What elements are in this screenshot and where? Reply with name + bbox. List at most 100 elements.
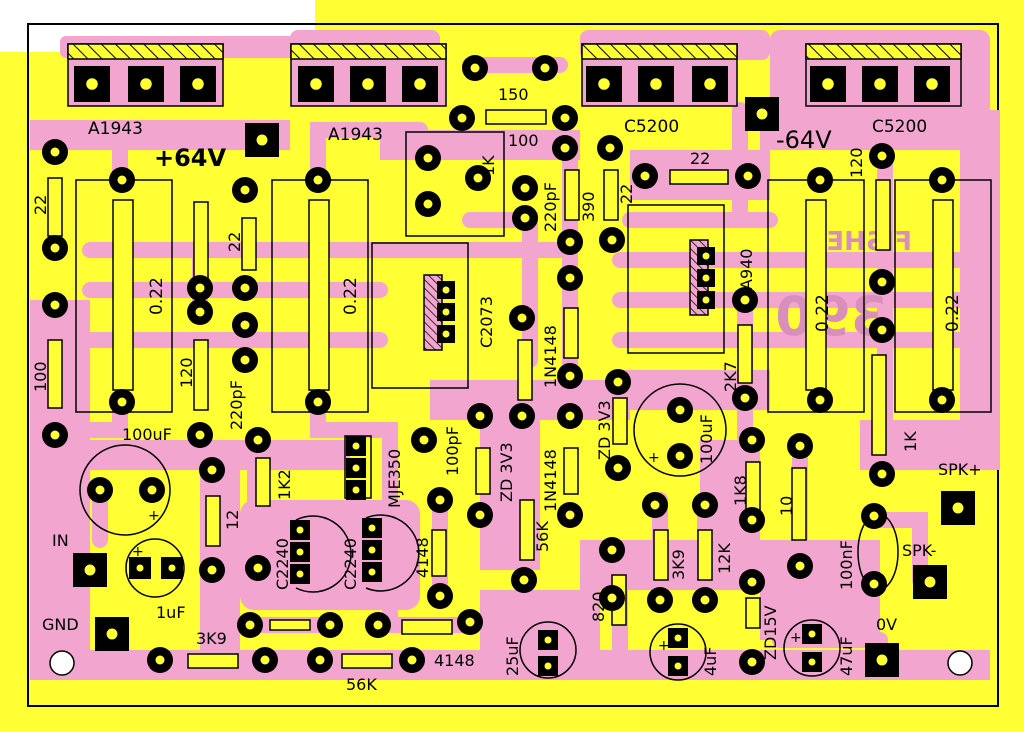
square-pad (346, 436, 366, 456)
square-pad (346, 458, 366, 478)
solder-pad (557, 363, 583, 389)
label-r-022-c: 0.22 (813, 294, 833, 332)
square-pad (914, 66, 950, 102)
solder-pad (509, 305, 535, 331)
label-q3: C5200 (624, 117, 679, 137)
solder-pad (415, 191, 441, 217)
label-c-25uf: 25uF (503, 636, 522, 676)
label-connector-spk-plus: SPK+ (938, 460, 982, 479)
label-r-022-a: 0.22 (147, 277, 167, 315)
label-vas: MJE350 (385, 449, 404, 508)
driver-heatsink-a940 (627, 204, 725, 354)
solder-pad (42, 422, 68, 448)
square-pad (362, 540, 382, 560)
label-r-120-left: 120 (177, 357, 196, 388)
square-pad (586, 66, 622, 102)
solder-pad (557, 403, 583, 429)
square-pad (538, 630, 558, 650)
label-c-47uf: 47uF (837, 636, 856, 676)
trimmer-outline (405, 131, 505, 237)
solder-pad (109, 167, 135, 193)
square-pad (437, 325, 455, 343)
solder-pad (245, 555, 271, 581)
label-r-2k7: 2K7 (721, 361, 740, 392)
label-d-zd15v: ZD15V (761, 605, 780, 660)
solder-pad (509, 403, 535, 429)
solder-pad (787, 433, 813, 459)
square-pad (95, 617, 129, 651)
label-d-1n4148-a: 1N4148 (541, 325, 560, 388)
solder-pad (307, 647, 333, 673)
label-r-1k-right: 1K (901, 431, 920, 452)
label-q2: A1943 (328, 125, 383, 145)
solder-pad (512, 205, 538, 231)
solder-pad (147, 647, 173, 673)
label-r-022-d: 0.22 (943, 294, 963, 332)
solder-pad (647, 587, 673, 613)
label-connector-in: IN (52, 531, 69, 550)
square-pad (862, 66, 898, 102)
polarity-plus-c: + (648, 450, 660, 466)
square-pad (350, 66, 386, 102)
square-pad (941, 491, 975, 525)
square-pad (290, 564, 310, 584)
label-pos-rail: +64V (154, 144, 227, 172)
mounting-hole-left (49, 650, 75, 676)
solder-pad (427, 487, 453, 513)
label-c-220pf-left: 220pF (227, 380, 246, 430)
solder-pad (427, 583, 453, 609)
solder-pad (449, 105, 475, 131)
square-pad (697, 247, 715, 265)
solder-pad (511, 567, 537, 593)
driver-heatsink-c2073 (371, 242, 469, 389)
solder-pad (552, 135, 578, 161)
label-r-100-top: 100 (508, 131, 539, 150)
solder-pad (365, 612, 391, 638)
solder-pad (305, 389, 331, 415)
solder-pad (739, 569, 765, 595)
label-driver-1: C2073 (477, 296, 496, 348)
solder-pad (739, 427, 765, 453)
solder-pad (317, 612, 343, 638)
cap-outline-47uf (783, 619, 841, 677)
solder-pad (632, 163, 658, 189)
label-driver-2: A940 (737, 249, 756, 290)
solder-pad (87, 477, 113, 503)
square-pad (697, 269, 715, 287)
label-c-100nf: 100nF (837, 540, 856, 590)
label-r-22-mid: 22 (225, 232, 244, 252)
label-neg-rail: -64V (776, 126, 832, 154)
square-pad (802, 624, 822, 644)
solder-pad (232, 347, 258, 373)
solder-pad (399, 647, 425, 673)
solder-pad (232, 275, 258, 301)
label-r-3k9-right: 3K9 (669, 549, 688, 580)
square-pad (437, 303, 455, 321)
solder-pad (735, 163, 761, 189)
mounting-hole-right (947, 650, 973, 676)
square-pad (73, 553, 107, 587)
solder-pad (692, 587, 718, 613)
solder-pad (929, 387, 955, 413)
label-r-150: 150 (498, 85, 529, 104)
label-layer: A1943 A1943 C5200 C5200 +64V -64V 0.22 0… (31, 85, 982, 694)
solder-pad (199, 457, 225, 483)
solder-pad (245, 427, 271, 453)
label-r-3k9-bottom: 3K9 (196, 629, 227, 648)
solder-pad (692, 492, 718, 518)
solder-pad (599, 227, 625, 253)
square-pad (298, 66, 334, 102)
label-r-22-left: 22 (31, 195, 50, 215)
solder-pad (869, 461, 895, 487)
solder-pad (42, 139, 68, 165)
label-r-100-left: 100 (31, 361, 50, 392)
square-pad (74, 66, 110, 102)
square-pad (810, 66, 846, 102)
label-r-820: 820 (589, 591, 608, 622)
square-pad (692, 66, 728, 102)
square-pad (290, 520, 310, 540)
label-d-zd3v3-b: ZD 3V3 (497, 442, 516, 502)
label-r-22-right: 22 (690, 149, 710, 168)
solder-pad (187, 422, 213, 448)
polarity-plus-a: + (148, 508, 160, 524)
